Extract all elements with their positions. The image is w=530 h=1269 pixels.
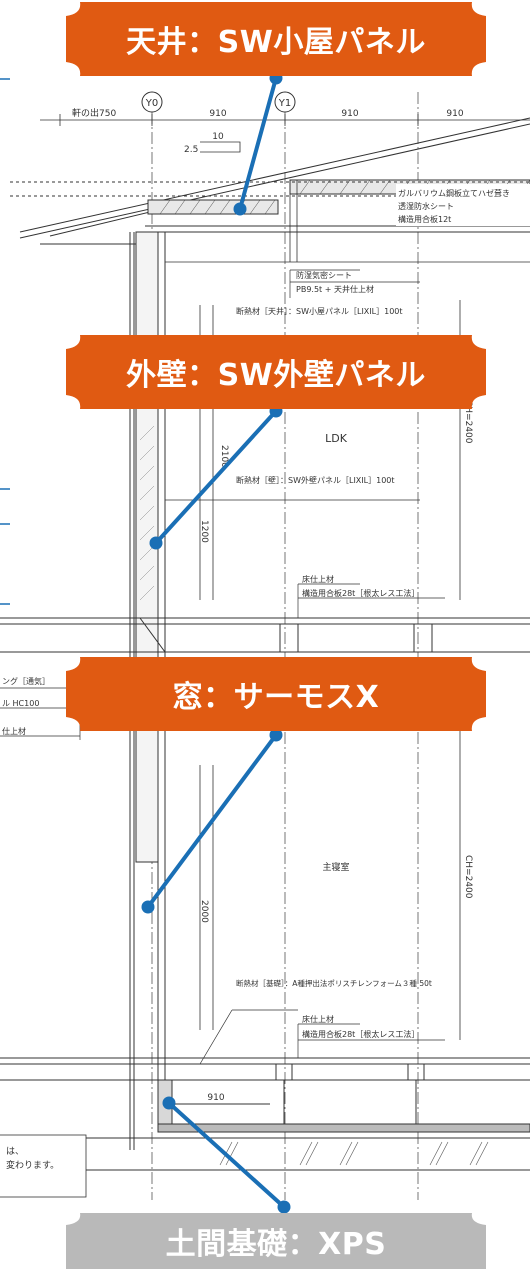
callout-foundation: 土間基礎：XPS: [66, 1213, 486, 1269]
floor-leaders-lower: [199, 1009, 445, 1065]
callout-wall-background: [66, 335, 486, 409]
leader-dots: [141, 71, 291, 1214]
wall-insulation-note: 断熱材［壁］：SW外壁パネル［LIXIL］100t: [236, 475, 395, 485]
callout-wall-text: 外壁：SW外壁パネル: [126, 358, 426, 393]
dimension-2000: 2000: [199, 900, 209, 923]
callout-foundation-text: 土間基礎：XPS: [165, 1227, 387, 1262]
dimension-2100: 2100: [219, 445, 229, 468]
bottom-note-1: は、: [6, 1146, 24, 1157]
callout-window: 窓：サーモスX: [66, 657, 486, 731]
left-note-1: ング［通気］: [2, 676, 50, 686]
side-tick-marks: [0, 78, 10, 605]
dimension-910-c: 910: [446, 109, 463, 119]
left-note-2: ル HC100: [2, 699, 39, 708]
roof-notes-box: [396, 184, 530, 226]
ceiling-leaders: [289, 269, 420, 298]
ceiling-note-1: 防湿気密シート: [296, 270, 352, 280]
ceiling-height-lower: CH=2400: [463, 855, 473, 899]
ceiling-height-upper: CH=2400: [463, 400, 473, 444]
left-note-3: 仕上材: [2, 726, 26, 736]
floor-note-lower-2: 構造用合板28t［根太レス工法］: [302, 1029, 419, 1039]
leader-window: [146, 733, 278, 909]
roof-slope-marker: [200, 141, 241, 153]
eave-dimension: 軒の出750: [72, 107, 116, 119]
roof-note-3: 構造用合板12t: [398, 214, 451, 224]
leader-wall: [154, 409, 278, 545]
foundation-dimension-910: 910: [207, 1093, 224, 1103]
callout-wall: 外壁：SW外壁パネル: [66, 335, 486, 409]
room-ldk: LDK: [325, 432, 348, 445]
slope-10: 10: [212, 132, 224, 142]
ground-floor: [0, 1057, 530, 1125]
lower-level-lines: [199, 680, 461, 1040]
dimension-910-b: 910: [341, 109, 358, 119]
callout-window-text: 窓：サーモスX: [172, 680, 380, 715]
ceiling-insulation-note: 断熱材［天井］：SW小屋パネル［LIXIL］100t: [236, 306, 403, 316]
grid-marker-y0: [141, 91, 163, 113]
dimension-910-a: 910: [209, 109, 226, 119]
callout-ceiling-background: [66, 2, 486, 76]
floor-note-upper-1: 床仕上材: [302, 574, 334, 584]
roof-note-2: 透湿防水シート: [398, 201, 454, 211]
floor-leaders-upper: [297, 583, 445, 618]
grid-marker-y1: [274, 91, 296, 113]
slope-2-5: 2.5: [184, 145, 198, 155]
callout-ceiling-text: 天井：SW小屋パネル: [126, 25, 426, 60]
wall-hatch: [139, 425, 155, 601]
floor-note-upper-2: 構造用合板28t［根太レス工法］: [302, 588, 419, 598]
callout-window-background: [66, 657, 486, 731]
roof-note-1: ガルバリウム鋼板立てハゼ葺き: [398, 188, 510, 198]
grid-label-y1: Y1: [278, 98, 291, 109]
leader-ceiling: [238, 76, 278, 211]
leader-foundation: [167, 1101, 286, 1209]
floor-note-lower-1: 床仕上材: [302, 1014, 334, 1024]
callout-foundation-background: [66, 1213, 486, 1269]
gravel-hatch: [219, 1141, 489, 1166]
bottom-note-2: 変わります。: [6, 1159, 59, 1171]
top-dimension-line: [40, 114, 530, 126]
dimension-1200: 1200: [199, 520, 209, 543]
bottom-note-box: [0, 1134, 87, 1198]
callout-ceiling: 天井：SW小屋パネル: [66, 2, 486, 76]
grid-label-y0: Y0: [145, 98, 158, 109]
floor-insulation-note: 断熱材［基礎］：A種押出法ポリスチレンフォーム３種 50t: [236, 978, 432, 988]
ceiling-note-2: PB9.5t + 天井仕上材: [296, 284, 374, 294]
room-bedroom: 主寝室: [322, 861, 349, 873]
leader-lines: [146, 76, 286, 1209]
upper-floor: [0, 617, 530, 653]
